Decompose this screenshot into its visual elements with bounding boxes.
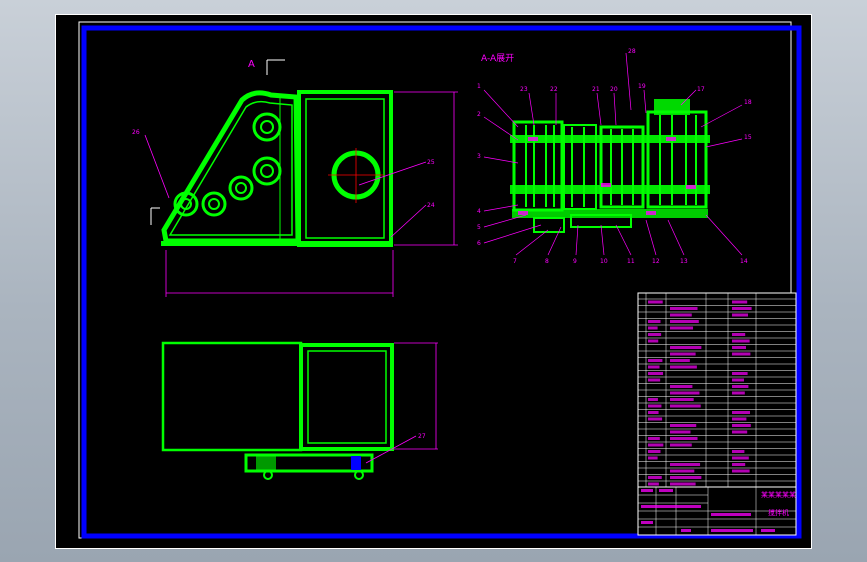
section-callout-23: 23 — [520, 86, 528, 93]
drive-shaft-top — [244, 453, 374, 473]
section-callout-10: 10 — [600, 258, 608, 265]
section-callout-22: 22 — [550, 86, 558, 93]
section-view: A-A展开 — [477, 48, 752, 265]
title-block: 某某某某某 搅拌机 — [637, 486, 797, 536]
mixer-box-top — [299, 343, 394, 451]
section-block-2 — [599, 125, 645, 209]
section-callout-19: 19 — [638, 83, 646, 90]
title-drawing-name: 搅拌机 — [768, 508, 789, 517]
top-view: 27 — [161, 341, 438, 480]
section-callout-9: 9 — [573, 258, 577, 265]
base-plate — [161, 241, 393, 246]
view-label-a: A — [248, 59, 255, 70]
section-callout-1: 1 — [477, 83, 481, 90]
section-callout-17: 17 — [697, 86, 705, 93]
section-callout-11: 11 — [627, 258, 635, 265]
section-callout-14: 14 — [740, 258, 748, 265]
callout-25: 25 — [427, 159, 435, 166]
callout-26: 26 — [132, 129, 140, 136]
section-callout-2: 2 — [477, 111, 481, 118]
section-callout-13: 13 — [680, 258, 688, 265]
cad-drawing-canvas: A 26 25 — [78, 21, 802, 539]
section-title: A-A展开 — [481, 53, 514, 64]
housing-top — [161, 341, 303, 452]
section-callout-3: 3 — [477, 153, 481, 160]
callout-27: 27 — [418, 433, 426, 440]
title-company: 某某某某某 — [761, 491, 796, 499]
section-callout-28: 28 — [628, 48, 636, 55]
section-callout-4: 4 — [477, 208, 481, 215]
section-callout-5: 5 — [477, 224, 481, 231]
section-callout-15: 15 — [744, 134, 752, 141]
cad-viewport[interactable]: A 26 25 — [55, 14, 812, 549]
section-callout-8: 8 — [545, 258, 549, 265]
section-callout-18: 18 — [744, 99, 752, 106]
section-callout-12: 12 — [652, 258, 660, 265]
section-callout-21: 21 — [592, 86, 600, 93]
callout-24: 24 — [427, 202, 435, 209]
side-view: A 26 25 — [132, 59, 458, 297]
parts-list — [637, 292, 797, 488]
section-callout-20: 20 — [610, 86, 618, 93]
drawing-frame — [81, 25, 802, 539]
section-callout-7: 7 — [513, 258, 517, 265]
section-callout-6: 6 — [477, 240, 481, 247]
